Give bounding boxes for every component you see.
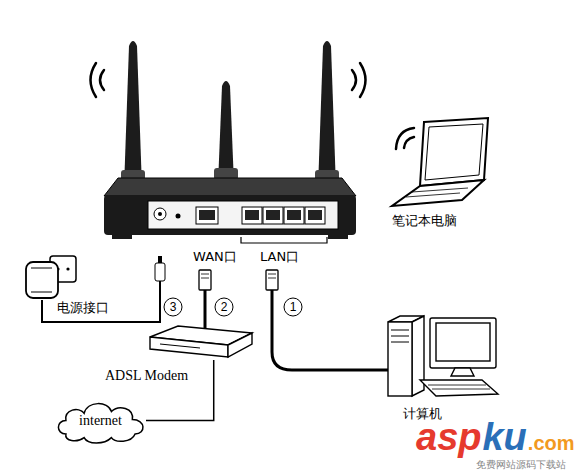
monitor-screen [436, 323, 490, 361]
watermark: asp [416, 416, 481, 459]
wifi-wave [100, 70, 104, 90]
laptop-lid [420, 118, 488, 186]
port-label: LAN口 [260, 248, 299, 266]
modem-light [160, 344, 200, 348]
cloud-outline [58, 404, 143, 443]
tower-side [412, 316, 424, 396]
lan-port [305, 207, 325, 224]
laptop-keys [406, 188, 468, 197]
antenna [318, 41, 336, 188]
plug-detail [268, 274, 276, 278]
callout-number: 2 [215, 298, 233, 316]
lan-port [242, 207, 262, 224]
node-label: 电源接口 [57, 300, 109, 316]
antennas [121, 41, 339, 188]
modem [150, 326, 252, 357]
power-adapter-node: 电源接口 [18, 250, 123, 320]
lan-cable [266, 270, 388, 370]
wifi-wave [352, 70, 356, 90]
callout-circle [284, 298, 302, 316]
power-adapter [26, 256, 76, 298]
cable [204, 290, 207, 330]
router-top [104, 178, 356, 196]
laptop-base [392, 180, 484, 206]
node-label: internet [79, 412, 122, 429]
router [104, 178, 356, 239]
router-panel [148, 201, 338, 229]
drive-bays [391, 330, 409, 342]
lan-port-hole [287, 210, 301, 220]
monitor-stand [451, 368, 474, 376]
lan-port-hole [245, 210, 259, 220]
wan-cable [199, 270, 211, 330]
power-jack [154, 208, 166, 220]
tower-front [388, 322, 412, 396]
callout-circle [164, 298, 182, 316]
watermark: ku [482, 416, 526, 459]
node-label: ADSL Modem [105, 367, 188, 384]
node-label: 笔记本电脑 [392, 213, 457, 229]
port-label: WAN口 [193, 248, 237, 266]
antenna [124, 41, 142, 188]
power-plug [155, 263, 165, 281]
wifi-wave [404, 137, 414, 148]
modem-side [228, 333, 252, 357]
watermark: 免费网站源码下载站 [476, 458, 566, 472]
power-cable [42, 256, 165, 322]
lan-port-hole [266, 210, 280, 220]
socket-hole [66, 267, 69, 270]
adapter-body [26, 262, 58, 298]
cable [42, 281, 160, 322]
callout-circle [215, 298, 233, 316]
callout-number: 3 [164, 298, 182, 316]
laptop [392, 118, 488, 206]
watermark: .com [528, 432, 575, 455]
keyboard [420, 380, 498, 396]
cable [272, 290, 388, 370]
lan-port-hole [308, 210, 322, 220]
lan-port [284, 207, 304, 224]
internet-cloud: internet [55, 398, 146, 443]
monitor [430, 318, 496, 368]
wifi-wave [396, 128, 414, 149]
rj45-plug [266, 270, 278, 290]
computer-node: 计算机 [378, 312, 503, 424]
plug-detail [201, 274, 209, 278]
adapter-detail [31, 268, 52, 292]
wan-port [196, 207, 218, 224]
modem-node: ADSL Modem [148, 324, 254, 360]
wifi-waves [91, 63, 366, 97]
keyboard-keys [428, 385, 490, 389]
laptop-node: 笔记本电脑 [380, 115, 495, 233]
wifi-wave [91, 63, 97, 97]
reset-button [176, 214, 181, 219]
modem-front [150, 337, 228, 357]
computer [388, 316, 498, 396]
router-front [104, 195, 356, 235]
power-jack-pin [158, 212, 162, 216]
callout-number: 1 [284, 298, 302, 316]
wifi-wave [360, 63, 366, 97]
laptop-screen [425, 124, 483, 180]
laptop-wifi [396, 128, 414, 149]
wan-port-hole [199, 210, 215, 220]
lan-port [263, 207, 283, 224]
lan-bracket [241, 237, 327, 243]
rj45-plug [199, 270, 211, 290]
router-foot [112, 234, 132, 239]
router-foot [328, 234, 348, 239]
